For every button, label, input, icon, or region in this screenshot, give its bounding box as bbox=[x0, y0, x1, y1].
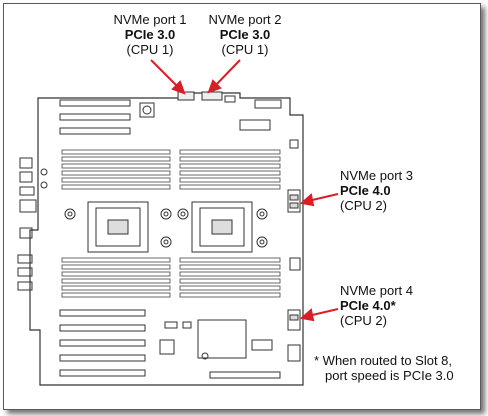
pcie-slots-bottom bbox=[59, 309, 146, 377]
port-2-speed: PCIe 3.0 bbox=[219, 27, 271, 42]
footnote: * When routed to Slot 8, port speed is P… bbox=[314, 353, 484, 383]
dimm-bank-right-top bbox=[179, 149, 281, 190]
board-outline bbox=[29, 92, 304, 386]
port-1-cpu: (CPU 1) bbox=[126, 42, 174, 57]
dimm-bank-left-bottom bbox=[61, 257, 171, 298]
footnote-line-2: port speed is PCIe 3.0 bbox=[325, 368, 454, 383]
cpu-socket-2 bbox=[177, 201, 268, 253]
port-4-speed: PCIe 4.0* bbox=[340, 298, 396, 313]
callout-port-3: NVMe port 3 PCIe 4.0 (CPU 2) bbox=[340, 168, 450, 213]
top-components bbox=[139, 91, 282, 131]
arrow-port-2-head bbox=[207, 79, 222, 94]
port-1-speed: PCIe 3.0 bbox=[124, 27, 176, 42]
right-connectors bbox=[287, 139, 301, 362]
callout-port-4: NVMe port 4 PCIe 4.0* (CPU 2) bbox=[340, 283, 450, 328]
arrow-port-3 bbox=[307, 193, 339, 202]
dimm-bank-right-bottom bbox=[179, 257, 281, 298]
arrow-port-1 bbox=[150, 59, 181, 90]
port-3-cpu: (CPU 2) bbox=[340, 198, 387, 213]
port-1-name: NVMe port 1 bbox=[113, 12, 187, 27]
dimm-bank-left-top bbox=[61, 149, 171, 190]
callout-port-1: NVMe port 1 PCIe 3.0 (CPU 1) bbox=[100, 12, 200, 57]
callout-arrows bbox=[150, 59, 339, 322]
diagram-frame bbox=[3, 3, 481, 410]
port-4-name: NVMe port 4 bbox=[340, 283, 413, 298]
chipset-area bbox=[159, 319, 281, 379]
footnote-line-1: * When routed to Slot 8, bbox=[314, 353, 453, 368]
arrow-port-4 bbox=[307, 308, 339, 317]
arrow-port-1-head bbox=[171, 80, 186, 95]
arrow-port-3-head bbox=[299, 193, 315, 207]
arrow-port-4-head bbox=[299, 308, 315, 322]
port-3-speed: PCIe 4.0 bbox=[340, 183, 391, 198]
callout-port-2: NVMe port 2 PCIe 3.0 (CPU 1) bbox=[195, 12, 295, 57]
left-io bbox=[17, 157, 48, 291]
arrow-port-2 bbox=[212, 59, 241, 89]
port-2-cpu: (CPU 1) bbox=[221, 42, 269, 57]
pcie-slots-top bbox=[59, 99, 131, 135]
cpu-socket-1 bbox=[64, 201, 172, 253]
port-4-cpu: (CPU 2) bbox=[340, 313, 387, 328]
port-3-name: NVMe port 3 bbox=[340, 168, 413, 183]
port-2-name: NVMe port 2 bbox=[208, 12, 282, 27]
